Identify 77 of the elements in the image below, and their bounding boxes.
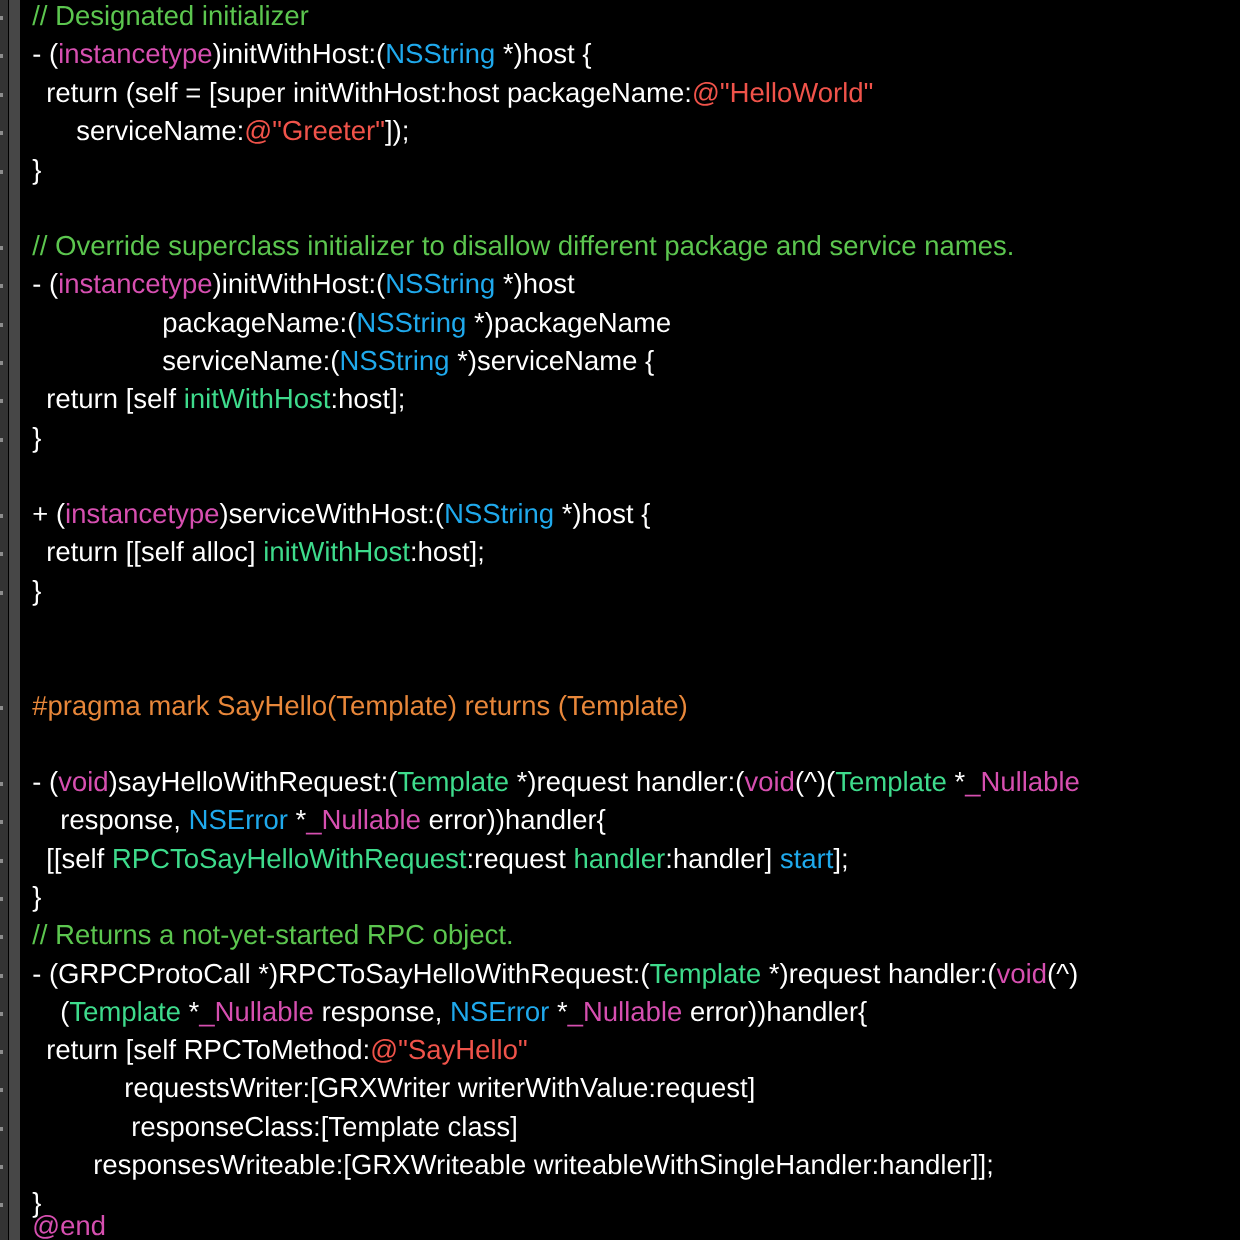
label: * (189, 1002, 199, 1012)
code-line: #pragma mark SayHello(Template) returns (Template) (32, 695, 687, 721)
label: _Nullable (198, 1001, 313, 1027)
code-line: return [[self alloc] initWithHost:host]; (48, 541, 483, 567)
label: NSString (387, 273, 494, 299)
code-line: response, NSError *_Nullable error))handler{ (62, 809, 606, 835)
code-line: responseClass:[Template class] (133, 1116, 516, 1142)
label: * (557, 1002, 568, 1012)
code-line: - (instancetype)initWithHost:(NSString *)host (33, 273, 575, 299)
label: - ( (33, 43, 58, 69)
code-line: serviceName:(NSString *)serviceName { (162, 350, 654, 376)
code-line: // Override superclass initializer to disallow different package and service names. (32, 235, 1012, 261)
label: *)request handler:( (769, 963, 997, 989)
code-line: responsesWriteable:[GRXWriteable writeableWithSingleHandler:handler]]; (95, 1154, 992, 1180)
label: instancetype (60, 273, 212, 299)
label: _Nullable (567, 1001, 682, 1027)
code-line: } (32, 580, 41, 606)
label: NSString (446, 503, 553, 529)
label: :handler] (667, 848, 771, 874)
label: + ( (33, 503, 65, 529)
label: void (996, 963, 1046, 984)
code-line: (Template *_Nullable response, NSError *_Nullable error))handler{ (61, 1001, 867, 1027)
label: :request (469, 850, 566, 874)
label: * (296, 810, 306, 820)
label: - ( (33, 771, 58, 797)
code-line: } (32, 159, 41, 185)
label: NSError (452, 1001, 549, 1022)
label: response, (323, 1006, 440, 1027)
code-line: - (instancetype)initWithHost:(NSString *)host { (33, 43, 592, 69)
code-line: return [self RPCToMethod: @"SayHello" (48, 1039, 527, 1065)
label: [[self (48, 848, 105, 874)
label: Template (69, 1001, 180, 1027)
code-line: } (32, 427, 41, 453)
label: void (744, 771, 794, 792)
code-line: return (self = [super initWithHost:host packageName: @"HelloWorld" (48, 82, 873, 108)
label: start (780, 850, 834, 869)
label: _Nullable (305, 809, 420, 835)
label: )serviceWithHost:( (219, 503, 444, 529)
label: error))handler{ (691, 1001, 867, 1027)
label: Template (650, 963, 760, 989)
label: response, (62, 814, 179, 835)
label: error))handler{ (429, 809, 606, 835)
label: _Nullable (964, 771, 1079, 797)
label: (^)( (796, 771, 836, 797)
label: * (954, 772, 965, 782)
label: *)host { (562, 503, 650, 529)
label: instancetype (66, 503, 219, 529)
code-line: // Designated initializer (32, 5, 309, 31)
label: NSError (190, 809, 288, 830)
label: NSString (387, 43, 494, 69)
label: Template (398, 771, 508, 797)
code-line: serviceName: @"Greeter"]); (76, 120, 407, 146)
code-line: requestsWriter:[GRXWriter writerWithValue:request] (126, 1077, 754, 1103)
label: )initWithHost:( (212, 273, 386, 299)
label: )initWithHost:( (212, 43, 386, 69)
code-line: // Returns a not-yet-started RPC object. (32, 924, 512, 950)
code-line: } (32, 886, 41, 912)
code-line: return [self initWithHost:host]; (48, 388, 403, 414)
label: ]; (833, 848, 847, 874)
label: ( (61, 1001, 70, 1027)
label: - (GRPCProtoCall *)RPCToSayHelloWithRequest:( (33, 963, 650, 989)
label: RPCToSayHelloWithRequest (114, 848, 467, 874)
code-line: [[self RPCToSayHelloWithRequest:request handler:handler] start]; (48, 848, 847, 874)
code-line: - (void)sayHelloWithRequest:(Template *)request handler:(void(^)(Template *_Nullable (33, 771, 1079, 797)
label: void (58, 771, 107, 792)
label: Template (835, 771, 946, 797)
label: (^) (1048, 963, 1077, 989)
label: instancetype (60, 43, 212, 69)
label: *)request handler:( (517, 771, 745, 797)
label: )sayHelloWithRequest:( (108, 771, 398, 797)
label: handler (575, 848, 665, 869)
label: - ( (33, 273, 58, 299)
code-line: + (instancetype)serviceWithHost:(NSString *)host { (33, 503, 650, 529)
label: *)host { (503, 43, 592, 69)
code-line: - (GRPCProtoCall *)RPCToSayHelloWithRequest:(Template *)request handler:(void(^) (33, 963, 1077, 989)
code-line: packageName:(NSString *)packageName (163, 312, 670, 338)
label: *)host (503, 273, 575, 299)
